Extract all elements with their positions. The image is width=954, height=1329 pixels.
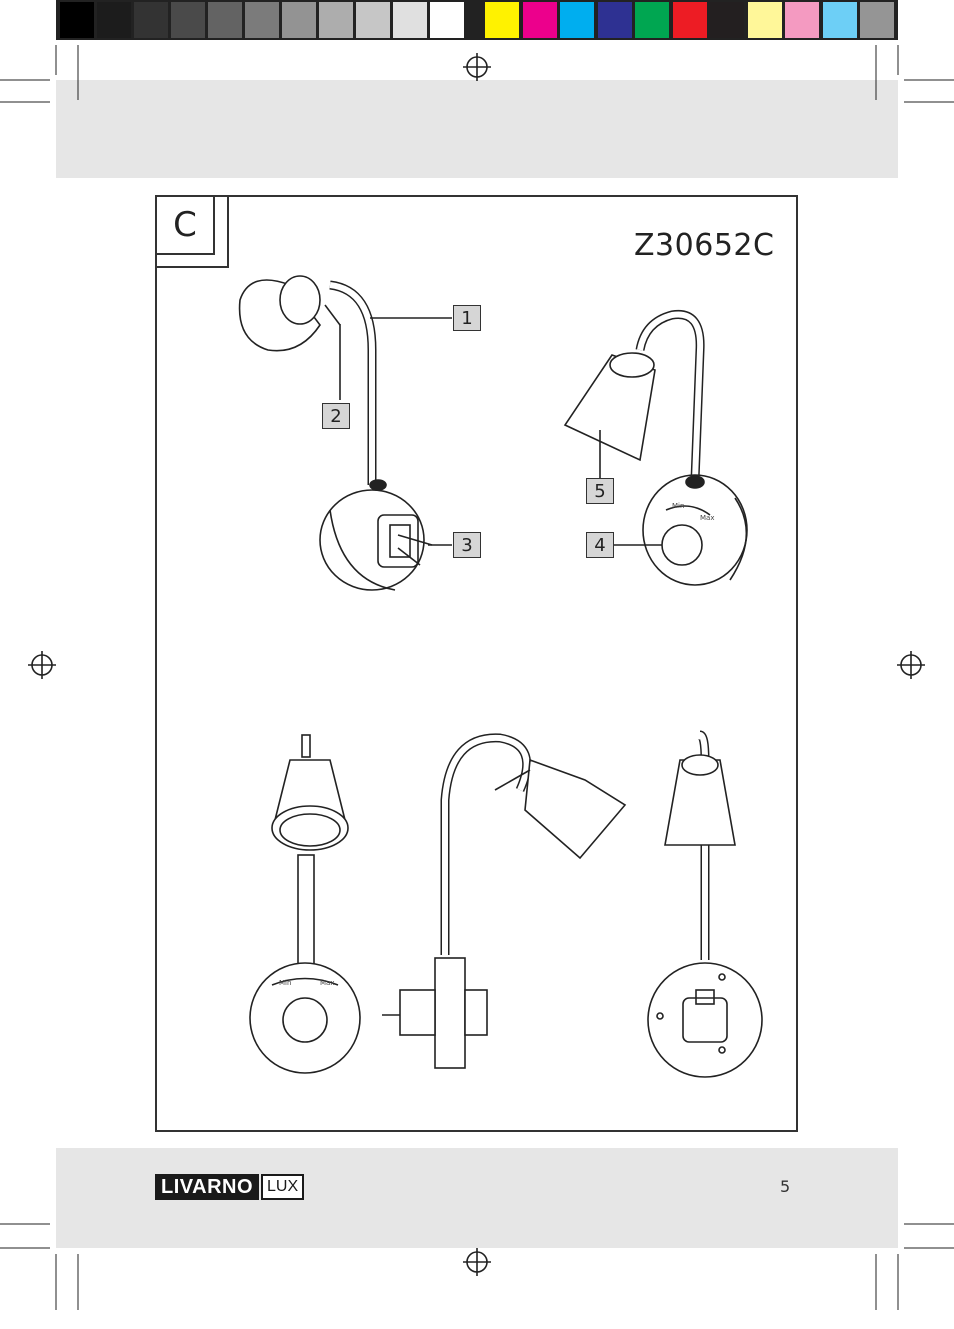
lamp-view-side [382, 738, 625, 1068]
callout-1: 1 [453, 305, 481, 331]
dial-max-label: Max [700, 514, 714, 522]
registration-mark-icon [897, 651, 925, 679]
dial-min-label: Min [672, 502, 684, 510]
brand-suffix: LUX [261, 1174, 304, 1200]
registration-mark-icon [463, 1248, 491, 1276]
callout-2: 2 [322, 403, 350, 429]
dial-max-label: Max [320, 979, 334, 987]
registration-mark-icon [463, 53, 491, 81]
lamp-view-front [250, 735, 360, 1073]
brand-logo: LIVARNO LUX [155, 1174, 304, 1200]
callout-4: 4 [586, 532, 614, 558]
callout-3: 3 [453, 532, 481, 558]
callout-5: 5 [586, 478, 614, 504]
brand-name: LIVARNO [155, 1174, 259, 1200]
crop-marks [0, 45, 954, 1310]
lamp-view-rear [648, 735, 762, 1077]
registration-mark-icon [28, 651, 56, 679]
page-number: 5 [780, 1177, 790, 1196]
dial-min-label: Min [279, 979, 291, 987]
lamp-view-rear-angled [240, 276, 452, 590]
